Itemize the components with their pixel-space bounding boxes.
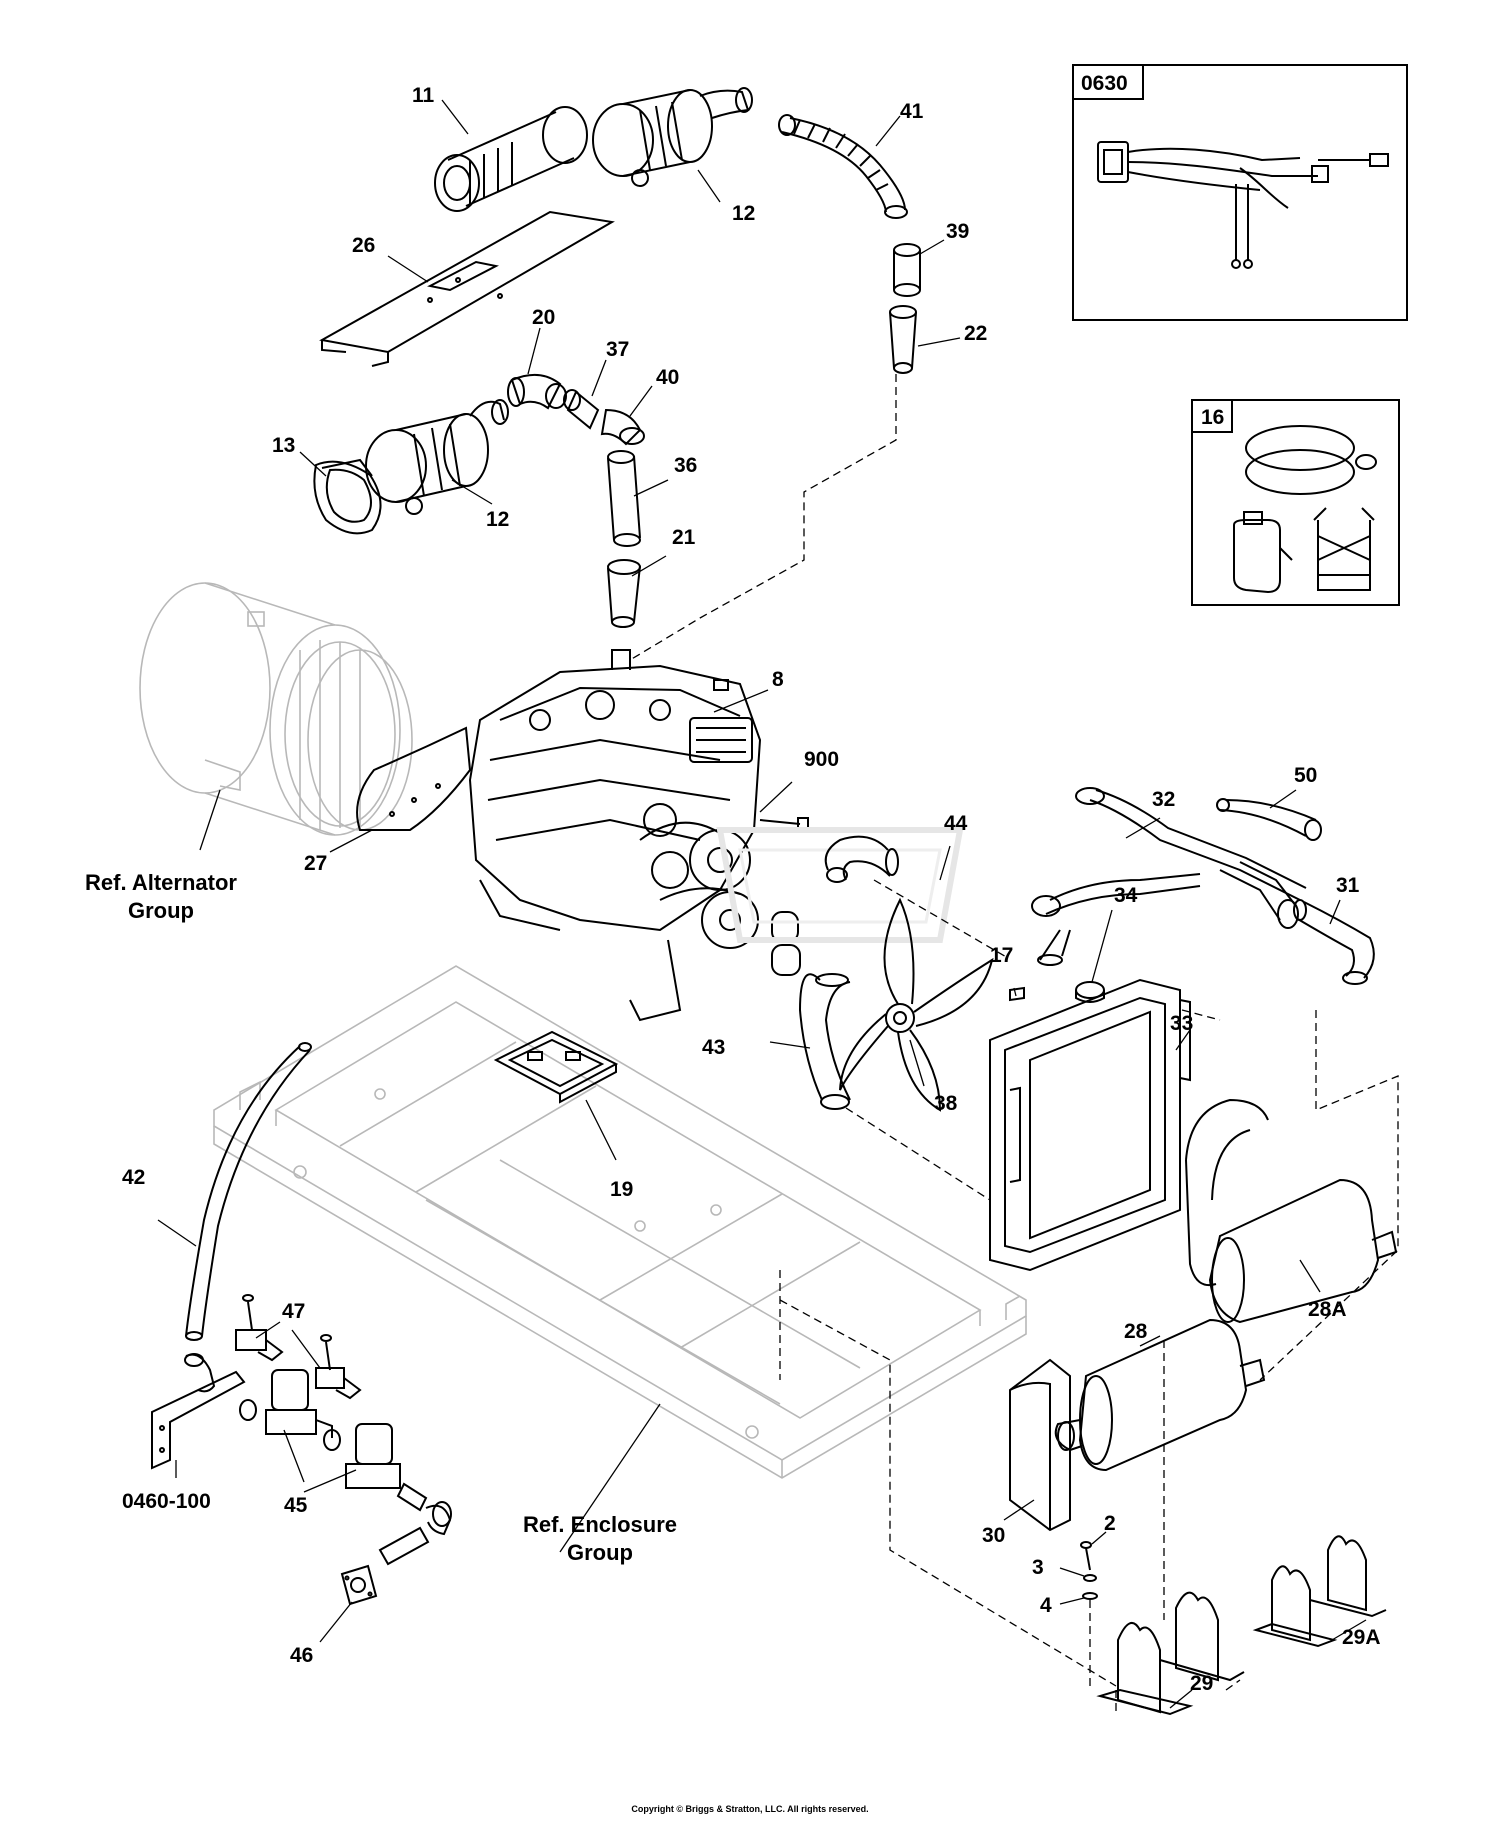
callout-39: 39 [946,220,969,243]
air-intake-hose [778,114,908,219]
alternator-reference-ghost [139,582,413,836]
callout-20: 20 [532,306,555,329]
hose-50 [1216,798,1322,841]
ref-enclosure-line1: Ref. Enclosure [523,1512,677,1537]
fuel-fitting-elbow [184,1353,216,1393]
coupler-near-fan [771,944,801,976]
hardware-bolt-washer [1080,1541,1098,1600]
callout-19: 19 [610,1178,633,1201]
callout-numbers: 11 12 41 39 22 26 20 37 40 13 12 36 21 8… [122,84,1381,1695]
mounting-bracket-0460-100 [151,1370,246,1470]
callout-28: 28 [1124,1320,1148,1343]
callout-29a: 29A [1342,1626,1381,1649]
ref-alternator-line1: Ref. Alternator [85,870,237,895]
callout-42: 42 [122,1166,145,1189]
copyright-footer: Copyright © Briggs & Stratton, LLC. All … [631,1804,868,1814]
air-filter-element [434,106,588,212]
reference-labels: Ref. Alternator Group Ref. Enclosure Gro… [85,870,677,1565]
mounting-plate-26 [319,210,615,367]
fuel-pipe-nipples [378,1482,452,1566]
mounting-band-clamp [313,458,382,535]
callout-34: 34 [1114,884,1138,907]
elbow-40 [600,408,645,446]
tube-22 [889,305,917,374]
callout-12-upper: 12 [732,202,755,225]
tube-39 [893,243,921,297]
connection-dashed-lines [629,374,1399,1716]
ref-alternator-line2: Group [128,898,194,923]
muffler-28 [1054,1318,1266,1472]
wiring-harness-icon [1097,141,1389,269]
callout-900: 900 [804,748,839,771]
callout-4: 4 [1040,1594,1052,1617]
callout-8: 8 [772,668,784,691]
callout-47: 47 [282,1300,305,1323]
radiator-cap [1075,981,1105,1003]
callout-22: 22 [964,322,987,345]
callout-12-lower: 12 [486,508,509,531]
label-17 [1009,986,1025,1002]
callout-36: 36 [674,454,697,477]
overflow-bottle-icon [1233,511,1293,594]
callout-2: 2 [1104,1512,1116,1535]
callout-46: 46 [290,1644,313,1667]
radiator [989,978,1191,1272]
tube-36 [607,450,641,547]
callout-44: 44 [944,812,968,835]
tube-21 [607,559,641,628]
solenoid-valve-45 [239,1369,401,1489]
callout-27: 27 [304,852,327,875]
callout-41: 41 [900,100,924,123]
muffler-28a [1185,1098,1398,1324]
coupler-37 [563,389,600,430]
flange-46 [340,1564,378,1606]
inset-0630-wiring-harness: 0630 [1072,64,1408,321]
bracket-frame-icon [1313,507,1375,591]
muffler-bracket-29 [1096,1591,1245,1716]
callout-13: 13 [272,434,295,457]
enclosure-base-frame [213,965,1027,1479]
callout-28a: 28A [1308,1298,1347,1321]
callout-45: 45 [284,1494,308,1517]
muffler-bracket-29a [1252,1535,1387,1648]
callout-29: 29 [1190,1672,1213,1695]
ref-enclosure-line2: Group [567,1540,633,1565]
hose-43 [798,973,851,1110]
heat-shield-30 [1009,1358,1071,1532]
callout-11: 11 [412,84,435,107]
callout-30: 30 [982,1524,1005,1547]
callout-50: 50 [1294,764,1317,787]
elbow-20 [507,373,567,410]
callout-17: 17 [990,944,1013,967]
clamp-ring-icon [1245,425,1377,495]
inset-16-label: 16 [1201,406,1224,429]
callout-40: 40 [656,366,679,389]
hose-44 [824,835,899,883]
callout-43: 43 [702,1036,725,1059]
fuel-hose-42 [185,1042,312,1341]
inset-0630-label: 0630 [1081,72,1128,95]
leader-lines [157,99,1367,1709]
engine-assembly [468,649,809,1022]
shutoff-valve-47 [235,1294,362,1400]
callout-37: 37 [606,338,629,361]
air-cleaner-assembly-lower [365,399,509,515]
watermark-logo [716,827,964,943]
cooling-fan [839,897,994,1112]
callout-38: 38 [934,1092,958,1115]
callout-0460-100: 0460-100 [122,1490,211,1513]
coolant-pipe-assembly [1031,787,1307,966]
air-cleaner-assembly-upper [592,87,753,187]
inset-16-kit: 16 [1191,399,1400,606]
shield-plate-27 [356,726,472,831]
callout-21: 21 [672,526,696,549]
callout-26: 26 [352,234,375,257]
callout-32: 32 [1152,788,1175,811]
callout-33: 33 [1170,1012,1193,1035]
hose-31 [1293,899,1375,985]
callout-31: 31 [1336,874,1360,897]
tray-19 [493,1030,619,1104]
callout-3: 3 [1032,1556,1044,1579]
